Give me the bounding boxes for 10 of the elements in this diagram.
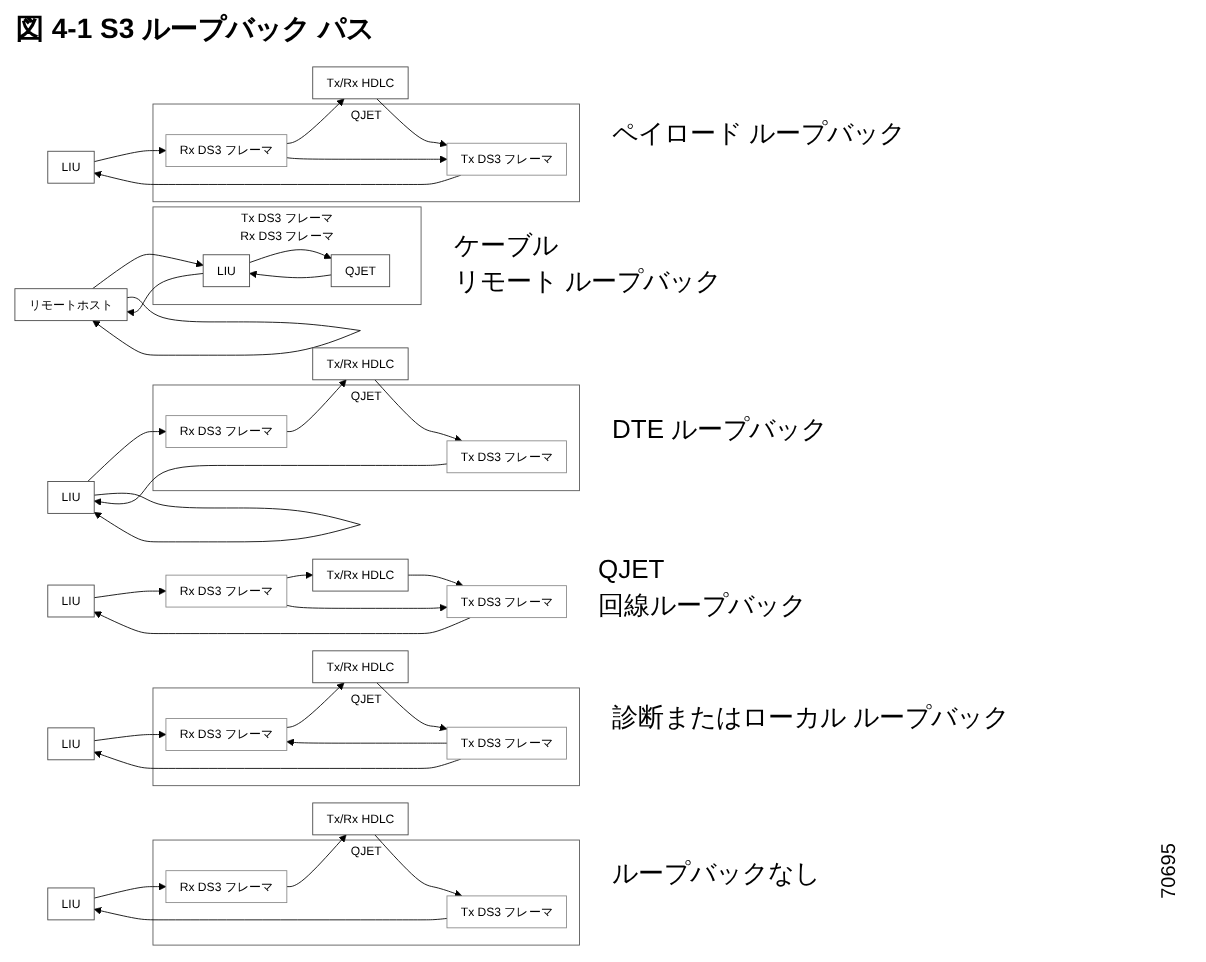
figure-title: 図 4-1 S3 ループバック パス (16, 12, 374, 48)
panel-caption: リモート ループバック (454, 264, 722, 298)
panel-caption: 診断またはローカル ループバック (612, 700, 1010, 734)
panel-caption: ペイロード ループバック (612, 116, 906, 150)
figure-number: 70695 (1159, 843, 1182, 899)
panel-caption: DTE ループバック (612, 412, 828, 446)
cable-label: ケーブル (454, 228, 558, 262)
panel-caption: ループバックなし (612, 856, 820, 890)
panel-caption: 回線ループバック (598, 588, 806, 622)
component-label: QJET (598, 552, 665, 586)
